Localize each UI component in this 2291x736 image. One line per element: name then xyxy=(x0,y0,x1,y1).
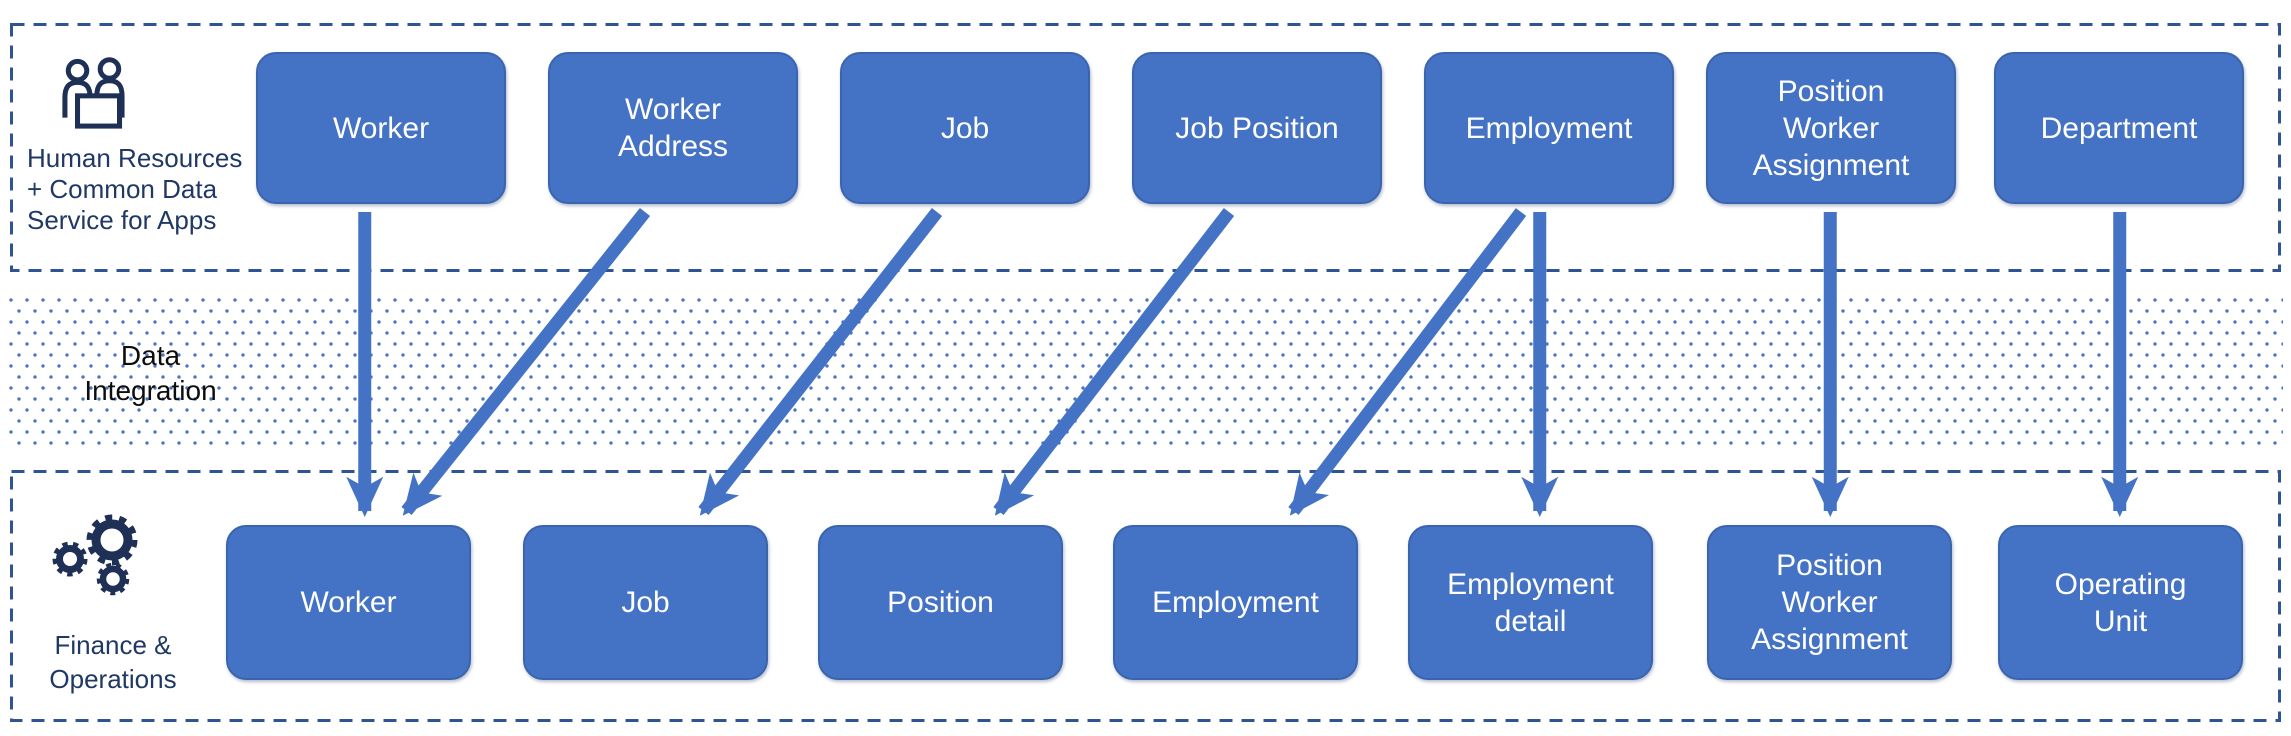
hr-entity-employment: Employment xyxy=(1424,52,1674,204)
fo-entity-worker: Worker xyxy=(226,525,471,680)
entity-label: Unit xyxy=(2093,604,2148,638)
entity-label: Worker xyxy=(1781,586,1878,619)
data-integration-label-line: Data xyxy=(120,340,181,371)
hr-band-label-line: Human Resources xyxy=(27,143,243,173)
hr-entity-position-worker-assignment: Position Worker Assignment xyxy=(1706,52,1956,204)
hr-entity-department: Department xyxy=(1994,52,2244,204)
entity-label: Job xyxy=(940,111,990,145)
entity-label: Position xyxy=(1777,74,1885,108)
entity-label: Address xyxy=(617,130,729,163)
hr-band-label-line: + Common Data xyxy=(27,174,218,204)
hr-band-dashed-border xyxy=(10,23,2281,272)
hr-entity-job: Job xyxy=(840,52,1090,204)
data-integration-label-line: Integration xyxy=(84,375,217,406)
entity-label: Position xyxy=(1776,549,1883,582)
entity-label: Department xyxy=(2040,111,2198,145)
entity-label: Worker xyxy=(300,586,397,619)
fo-band-label: Finance & Operations xyxy=(18,628,208,696)
fo-entity-job: Job xyxy=(523,525,768,680)
entity-label: Operating xyxy=(2054,567,2187,601)
hr-band-label: Human Resources + Common Data Service fo… xyxy=(27,143,277,236)
entity-label: Assignment xyxy=(1751,623,1908,656)
entity-label: Job Position xyxy=(1175,111,1339,145)
data-integration-band: Data Integration xyxy=(8,296,2283,450)
fo-entity-operating-unit: Operating Unit xyxy=(1998,525,2243,680)
entity-label: detail xyxy=(1494,604,1567,638)
entity-label: Assignment xyxy=(1752,148,1910,182)
hr-entity-worker: Worker xyxy=(256,52,506,204)
entity-label: Employment xyxy=(1152,586,1319,619)
entity-label: Job xyxy=(621,586,670,619)
people-at-kiosk-icon xyxy=(62,57,125,129)
entity-label: Employment xyxy=(1465,111,1633,145)
fo-entity-position: Position xyxy=(818,525,1063,680)
fo-band-label-line: Finance & xyxy=(54,630,172,660)
entity-label: Position xyxy=(887,586,994,619)
entity-label: Worker xyxy=(332,111,430,145)
fo-band-label-line: Operations xyxy=(49,664,177,694)
entity-label: Employment xyxy=(1447,567,1614,601)
entity-label: Worker xyxy=(1782,111,1880,145)
hr-band: Human Resources + Common Data Service fo… xyxy=(10,23,2281,272)
hr-entity-worker-address: Worker Address xyxy=(548,52,798,204)
data-integration-label: Data Integration xyxy=(38,338,263,408)
fo-entity-employment-detail: Employment detail xyxy=(1408,525,1653,680)
hr-band-label-line: Service for Apps xyxy=(27,205,217,235)
gears-icon xyxy=(52,514,138,596)
hr-entity-job-position: Job Position xyxy=(1132,52,1382,204)
fo-band: Finance & Operations Worker Job Position… xyxy=(10,470,2281,722)
entity-label: Worker xyxy=(624,93,722,126)
fo-entity-position-worker-assignment: Position Worker Assignment xyxy=(1707,525,1952,680)
fo-entity-employment: Employment xyxy=(1113,525,1358,680)
